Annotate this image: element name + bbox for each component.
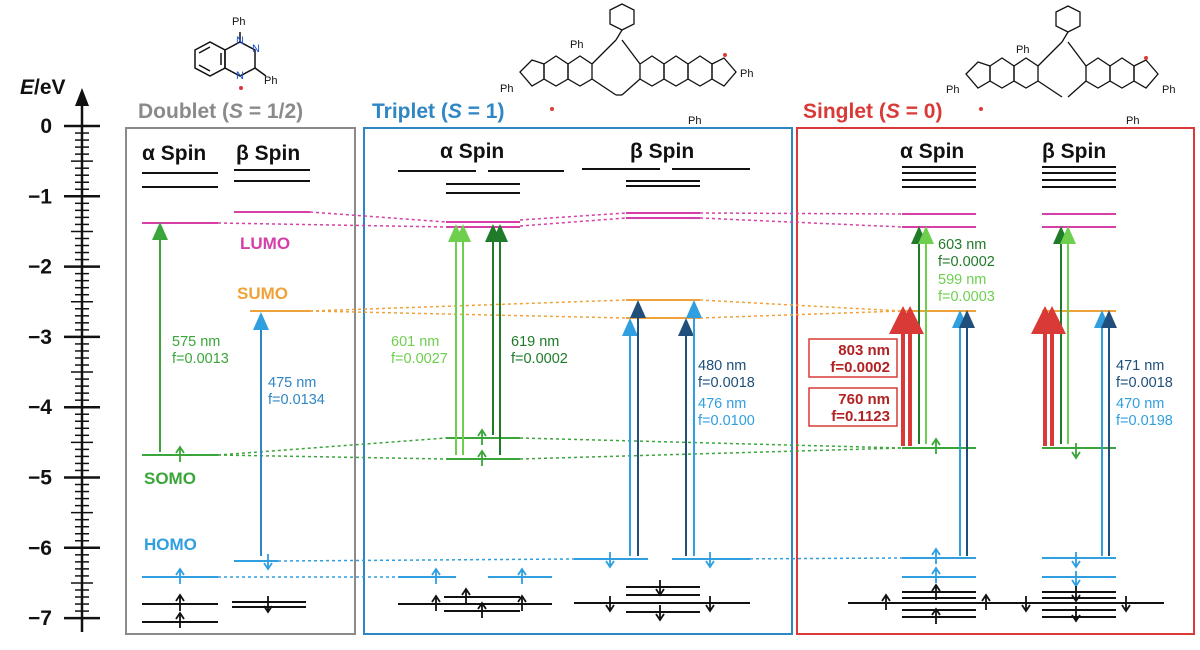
transition-label: 601 nm: [391, 334, 439, 350]
axis-label: E/eV: [20, 76, 66, 99]
singlet-title: Singlet (S = 0): [803, 100, 942, 123]
transition-label: 480 nm: [698, 358, 746, 374]
singlet-alpha-label: α Spin: [900, 140, 964, 163]
transition-label: f=0.0003: [938, 289, 995, 305]
singlet-panel: [796, 127, 1195, 635]
radical-dot: [550, 107, 554, 111]
tick-label: −2: [28, 256, 52, 279]
molecule-atom-label: N: [236, 35, 244, 47]
molecule-substituent-label: Ph: [500, 83, 513, 95]
transition-label: 603 nm: [938, 237, 986, 253]
doublet-title: Doublet (S = 1/2): [138, 100, 303, 123]
radical-dot: [239, 86, 243, 90]
transition-label: f=0.0100: [698, 413, 755, 429]
radical-dot: [979, 107, 983, 111]
tick-label: −4: [28, 396, 52, 419]
transition-label: f=0.0002: [938, 254, 995, 270]
molecule-substituent-label: Ph: [946, 84, 959, 96]
energy-axis: E/eV 0 −1 −2 −3 −4 −5 −6 −7: [20, 76, 100, 632]
transition-label: f=0.0018: [1116, 375, 1173, 391]
radical-dot: [1144, 56, 1148, 60]
radical-dot: [723, 53, 727, 57]
transition-label: f=0.0198: [1116, 413, 1173, 429]
doublet-beta-label: β Spin: [236, 142, 300, 165]
molecule-substituent-label: Ph: [740, 68, 753, 80]
transition-label: f=0.0002: [830, 359, 890, 376]
triplet-title: Triplet (S = 1): [372, 100, 504, 123]
transition-label-box: [808, 387, 898, 427]
lumo-label: LUMO: [240, 234, 290, 253]
transition-label: f=0.0013: [172, 351, 229, 367]
transition-label-box: [808, 338, 898, 378]
triplet-panel: [363, 127, 793, 635]
triplet-alpha-label: α Spin: [440, 140, 504, 163]
transition-label: 476 nm: [698, 396, 746, 412]
tick-label: −5: [28, 467, 52, 490]
tick-label: −7: [28, 607, 52, 630]
transition-label: 599 nm: [938, 272, 986, 288]
tick-label: −1: [28, 185, 52, 208]
molecule-substituent-label: Ph: [1162, 84, 1175, 96]
molecule-substituent-label: Ph: [232, 16, 245, 28]
molecule-substituent-label: Ph: [688, 115, 701, 127]
sumo-label: SUMO: [237, 284, 288, 303]
tick-label: 0: [40, 115, 52, 138]
doublet-panel: [125, 127, 356, 635]
homo-label: HOMO: [144, 535, 197, 554]
molecule-substituent-label: Ph: [570, 39, 583, 51]
correlation-lines: [217, 211, 903, 578]
transition-label: f=0.0018: [698, 375, 755, 391]
triplet-levels: [398, 168, 750, 622]
molecule-benzotriazinyl: [194, 32, 267, 77]
singlet-beta-label: β Spin: [1042, 140, 1106, 163]
transition-label: 470 nm: [1116, 396, 1164, 412]
transition-label: 760 nm: [838, 391, 890, 408]
transition-label: f=0.0134: [268, 392, 325, 408]
tick-label: −3: [28, 326, 52, 349]
doublet-alpha-label: α Spin: [142, 142, 206, 165]
molecule-triplet-dimer: [519, 3, 737, 96]
transition-label: f=0.1123: [831, 408, 890, 425]
transition-label: 471 nm: [1116, 358, 1164, 374]
molecule-substituent-label: Ph: [264, 75, 277, 87]
molecule-atom-label: N: [252, 43, 260, 55]
molecule-singlet-dimer: [965, 5, 1159, 98]
transition-label: 619 nm: [511, 334, 559, 350]
transition-label: 803 nm: [838, 342, 890, 359]
singlet-levels: [848, 166, 1164, 624]
molecule-substituent-label: Ph: [1126, 115, 1139, 127]
doublet-levels: [142, 169, 310, 628]
transition-label: f=0.0027: [391, 351, 448, 367]
triplet-beta-label: β Spin: [630, 140, 694, 163]
tick-label: −6: [28, 537, 52, 560]
somo-label: SOMO: [144, 469, 196, 488]
molecule-substituent-label: Ph: [1016, 44, 1029, 56]
molecule-atom-label: N: [236, 70, 244, 82]
transition-label: 575 nm: [172, 334, 220, 350]
transition-label: f=0.0002: [511, 351, 568, 367]
transition-label: 475 nm: [268, 375, 316, 391]
